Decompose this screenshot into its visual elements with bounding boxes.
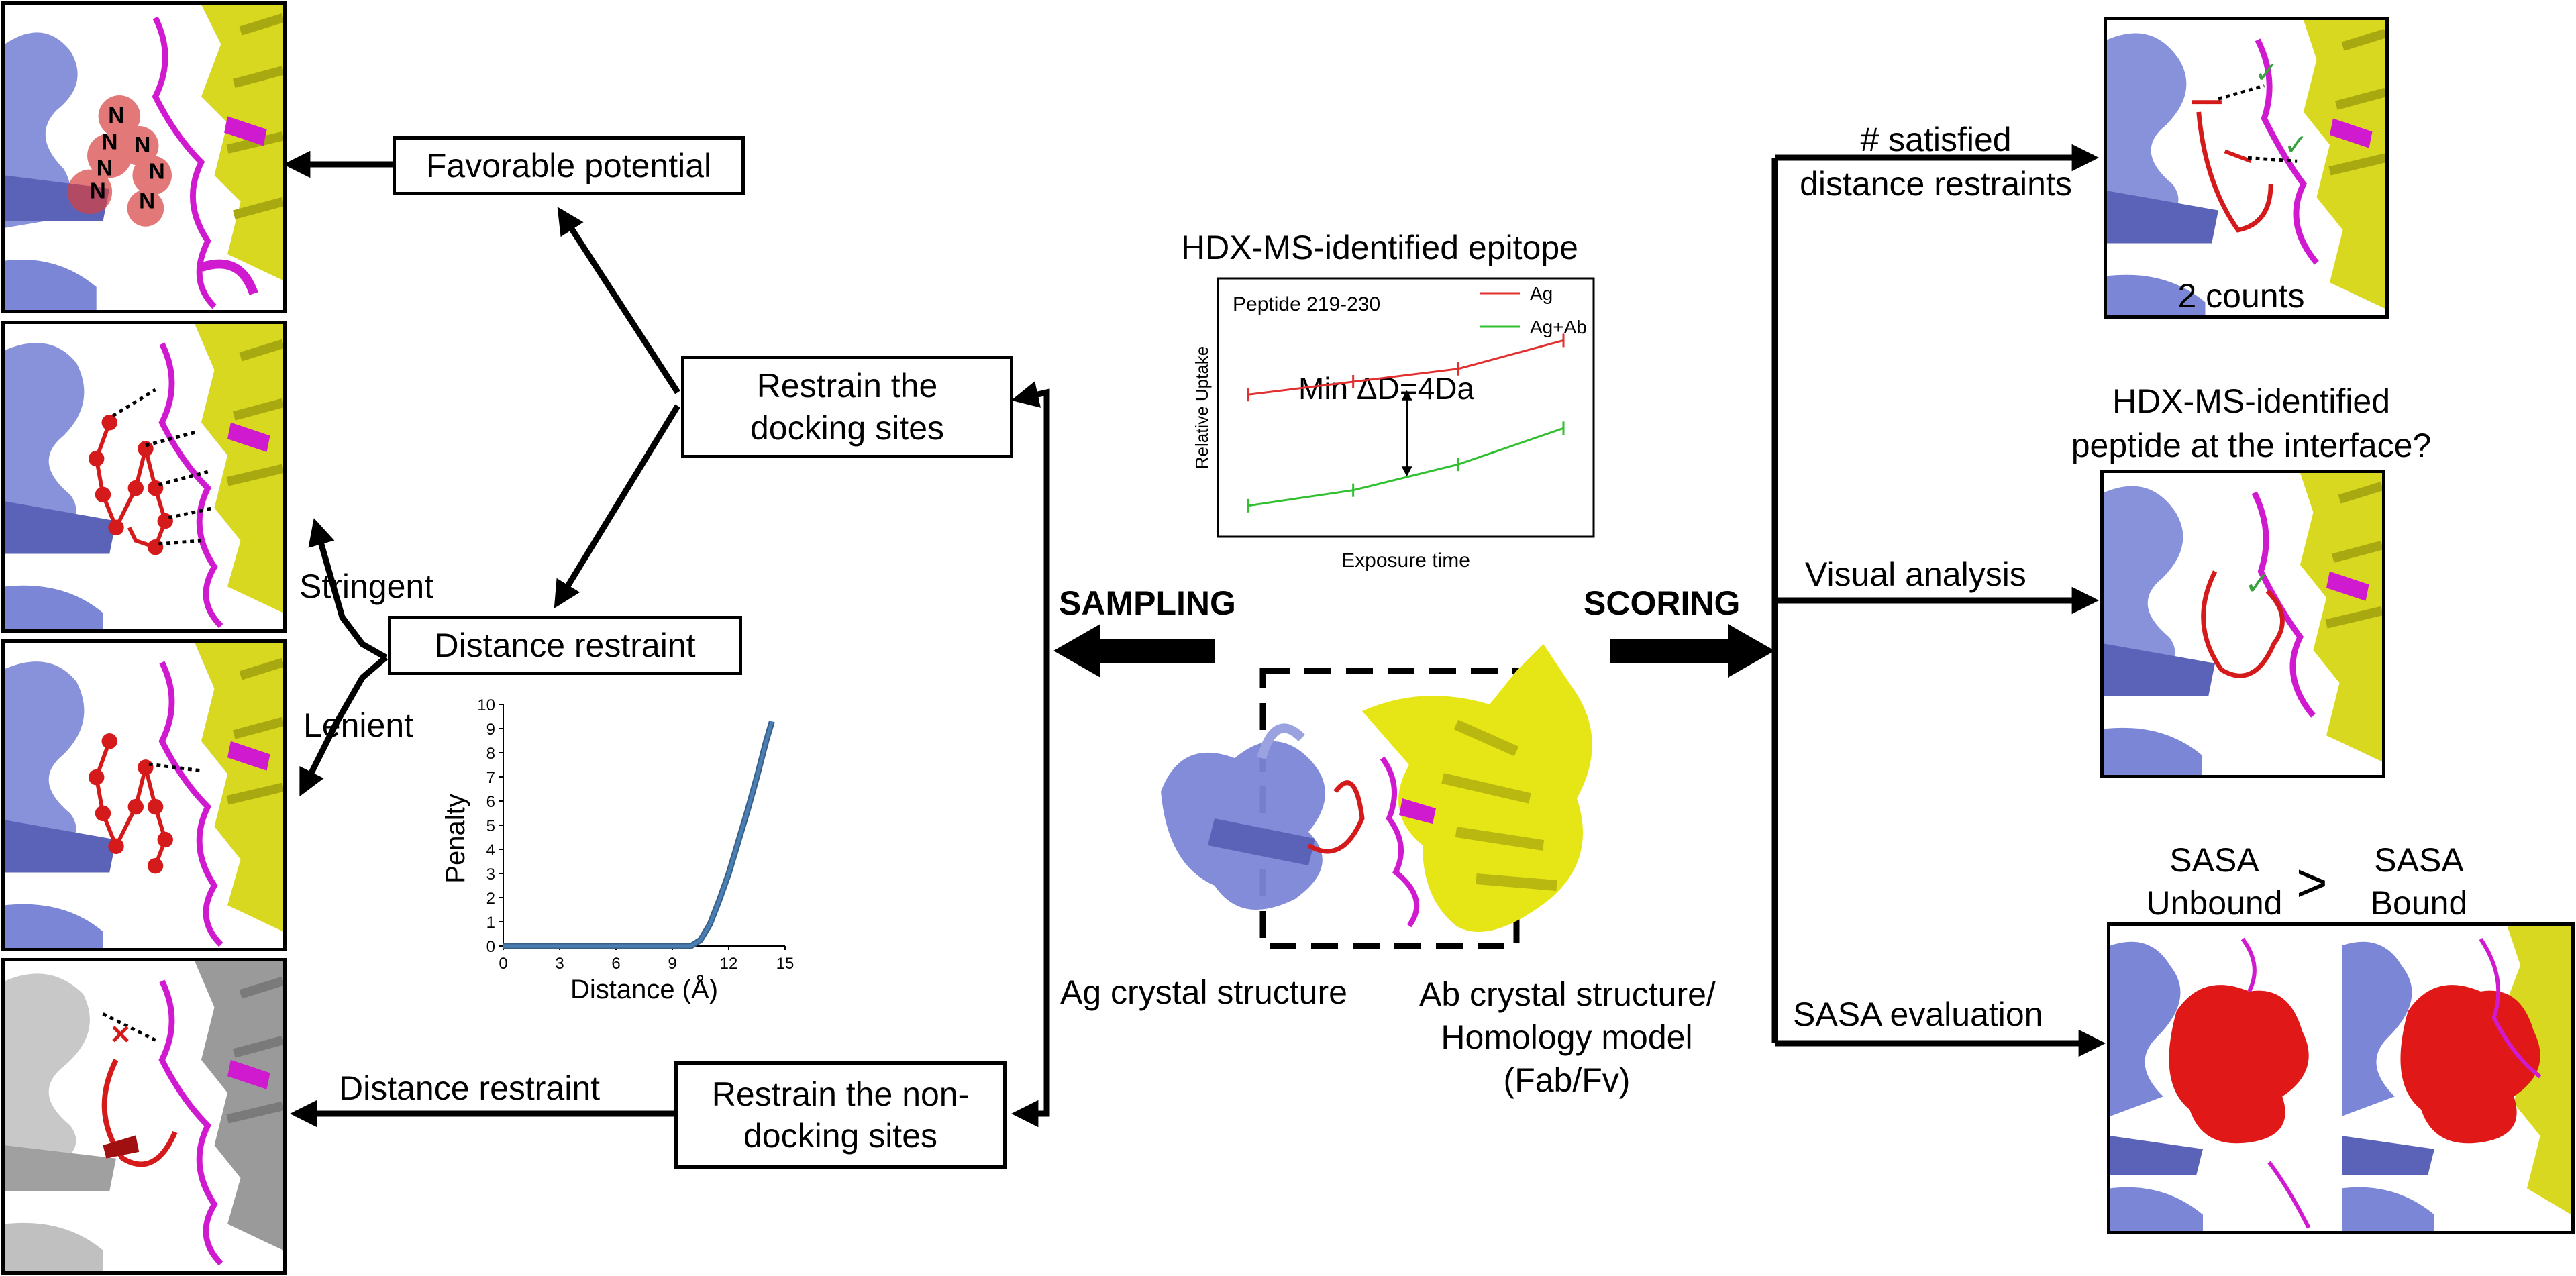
ag-crystal-label: Ag crystal structure: [1060, 973, 1347, 1011]
hdx-interface-line1: HDX-MS-identified: [2112, 382, 2390, 420]
sampling-big-arrow: [1053, 624, 1215, 678]
favorable-potential-box: Favorable potential: [393, 136, 745, 195]
sasa-bound-line2: Bound: [2370, 884, 2468, 922]
panel-non-docking: ✕: [1, 958, 287, 1275]
panel-sasa: [2107, 922, 2575, 1234]
svg-text:N: N: [90, 179, 106, 204]
ab-crystal-line3: (Fab/Fv): [1503, 1061, 1631, 1099]
sasa-unbound-line2: Unbound: [2146, 884, 2283, 922]
svg-text:N: N: [149, 159, 165, 184]
hdx-chart-title: Peptide 219-230: [1233, 293, 1380, 315]
visual-analysis-label: Visual analysis: [1805, 555, 2026, 593]
sasa-greater-than: >: [2296, 853, 2328, 912]
penalty-curve-0: [503, 721, 774, 948]
penalty-y-tick-label: 6: [486, 793, 495, 811]
scoring-label: SCORING: [1584, 584, 1741, 622]
distance-restraint-label: Distance restraint: [339, 1069, 601, 1107]
svg-text:N: N: [134, 133, 150, 158]
hdx-legend-label-0: Ag: [1530, 283, 1553, 304]
restrain-docking-label: Restrain the docking sites: [750, 367, 945, 447]
panel-lenient-restraint: [1, 639, 287, 951]
restrain-nondocking-line1: Restrain the non-: [711, 1075, 970, 1113]
sasa-bound-line1: SASA: [2374, 841, 2464, 879]
svg-text:✕: ✕: [109, 1020, 132, 1049]
hdx-interface-line2: peptide at the interface?: [2071, 427, 2432, 464]
hdx-annotation: Min ΔD=4Da: [1298, 371, 1475, 406]
penalty-y-tick-label: 8: [486, 745, 495, 763]
sampling-bracket-lower: [1011, 647, 1050, 1128]
scoring-big-arrow: [1610, 624, 1775, 678]
svg-text:✓: ✓: [2245, 566, 2271, 601]
penalty-y-tick-label: 5: [486, 817, 495, 835]
penalty-y-tick-label: 10: [477, 696, 495, 714]
sasa-bound-label: SASA Bound: [2342, 839, 2496, 924]
satisfied-line1: # satisfied: [1860, 121, 2012, 158]
svg-text:N: N: [108, 103, 124, 128]
penalty-y-tick-label: 1: [486, 914, 495, 932]
satisfied-line2: distance restraints: [1800, 165, 2072, 203]
sampling-bracket: [1011, 381, 1050, 647]
penalty-y-tick-label: 0: [486, 938, 495, 956]
restrain-nondocking-line2: docking sites: [743, 1117, 938, 1155]
panel-stringent-restraint: [1, 321, 287, 633]
svg-text:N: N: [97, 156, 113, 180]
hdx-xlabel: Exposure time: [1341, 549, 1470, 572]
svg-text:✓: ✓: [2255, 57, 2279, 89]
penalty-y-tick-label: 9: [486, 721, 495, 739]
stringent-label: Stringent: [299, 568, 434, 605]
panel-visual-analysis: ✓: [2100, 470, 2385, 778]
hdx-ylabel: Relative Uptake: [1192, 346, 1212, 470]
ab-crystal-label: Ab crystal structure/ Homology model (Fa…: [1419, 973, 1716, 1102]
lenient-label: Lenient: [303, 706, 414, 744]
penalty-x-tick-label: 3: [555, 955, 564, 973]
distance-restraint-box: Distance restraint: [388, 616, 742, 675]
two-counts-label: 2 counts: [2177, 277, 2305, 315]
hdx-delta-arrow-head-bottom: [1401, 466, 1412, 477]
penalty-x-tick-label: 12: [720, 955, 738, 973]
satisfied-label: # satisfied distance restraints: [1778, 117, 2094, 206]
penalty-x-tick-label: 15: [776, 955, 794, 973]
penalty-ylabel: Penalty: [441, 794, 470, 883]
penalty-curve-outline-0: [503, 720, 775, 949]
panel-satisfied-restraints: ✓ ✓: [2104, 17, 2389, 319]
hdx-delta-arrow-head-top: [1401, 390, 1412, 401]
hdx-epitope-title: HDX-MS-identified epitope: [1181, 229, 1578, 266]
penalty-y-tick-label: 3: [486, 865, 495, 884]
arrow-to-distance: [554, 404, 680, 608]
hdx-series-line-0: [1247, 339, 1564, 396]
penalty-x-tick-label: 9: [668, 955, 676, 973]
penalty-xlabel: Distance (Å): [570, 974, 718, 1004]
arrow-to-favorable: [557, 207, 680, 394]
penalty-x-tick-label: 0: [499, 955, 507, 973]
sasa-unbound-line1: SASA: [2169, 841, 2259, 879]
ab-crystal-line2: Homology model: [1441, 1018, 1693, 1056]
ag-ab-structure: [1161, 644, 1592, 932]
lenient-arrow: [299, 655, 388, 797]
svg-text:N: N: [139, 189, 155, 213]
penalty-y-tick-label: 2: [486, 890, 495, 908]
svg-text:✓: ✓: [2284, 129, 2308, 161]
hdx-plot-frame: [1217, 277, 1595, 538]
ab-crystal-line1: Ab crystal structure/: [1419, 975, 1716, 1013]
stringent-arrow: [308, 518, 388, 660]
sampling-label: SAMPLING: [1059, 584, 1236, 622]
hdx-interface-label: HDX-MS-identified peptide at the interfa…: [2040, 379, 2463, 468]
sasa-unbound-label: SASA Unbound: [2127, 839, 2302, 924]
restrain-nondocking-box: Restrain the non- docking sites: [674, 1061, 1007, 1169]
penalty-x-tick-label: 6: [611, 955, 620, 973]
penalty-y-tick-label: 4: [486, 841, 495, 859]
hdx-legend-label-1: Ag+Ab: [1530, 317, 1587, 337]
hdx-series-line-1: [1247, 427, 1564, 507]
sasa-evaluation-label: SASA evaluation: [1793, 996, 2043, 1033]
penalty-y-tick-label: 7: [486, 769, 495, 787]
svg-text:N: N: [102, 129, 118, 154]
restrain-docking-box: Restrain the docking sites: [681, 356, 1013, 458]
